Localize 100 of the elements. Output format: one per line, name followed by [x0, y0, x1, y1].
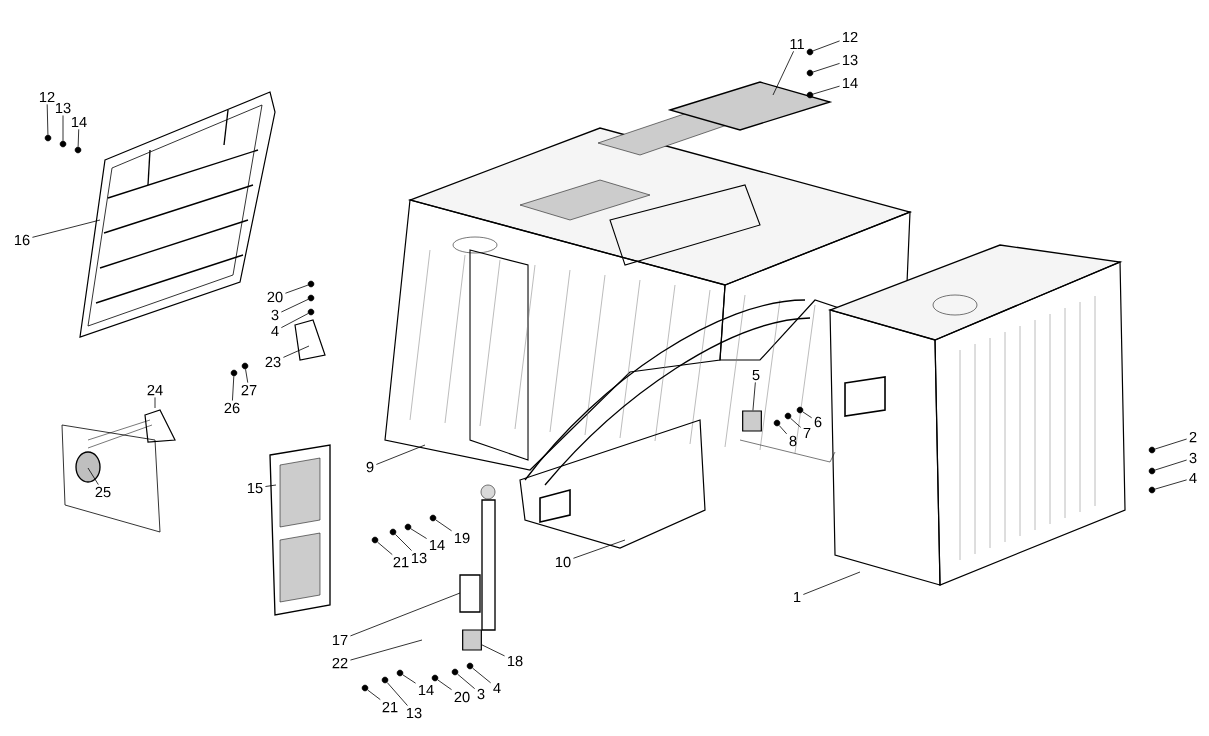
leader-line [265, 484, 277, 487]
callout-number: 3 [271, 309, 279, 321]
leader-line [377, 541, 393, 555]
leader-line [232, 375, 235, 401]
leader-line [283, 345, 310, 358]
callout-number: 16 [14, 234, 30, 246]
callout-number: 13 [842, 54, 858, 66]
fastener-part [429, 514, 437, 522]
fastener-part [773, 419, 781, 427]
leader-line [481, 644, 505, 657]
callout-number: 19 [454, 532, 470, 544]
fastener-part [431, 674, 439, 682]
part-block [742, 410, 762, 432]
callout-number: 7 [803, 427, 811, 439]
leader-line [472, 667, 492, 684]
callout-number: 6 [814, 416, 822, 428]
callout-number: 13 [411, 552, 427, 564]
callout-number: 13 [55, 102, 71, 114]
callout-number: 24 [147, 384, 163, 396]
callout-number: 14 [429, 539, 445, 551]
callout-number: 3 [477, 688, 485, 700]
fastener-part [59, 140, 67, 148]
leader-line [1154, 479, 1188, 490]
leader-line [394, 533, 412, 551]
leader-line [573, 539, 626, 559]
fastener-part [230, 369, 238, 377]
leader-line [350, 592, 461, 637]
leader-line [778, 425, 788, 435]
fastener-part [381, 676, 389, 684]
fastener-part [1148, 446, 1156, 454]
callout-number: 4 [1189, 472, 1197, 484]
callout-number: 23 [265, 356, 281, 368]
fastener-part [784, 412, 792, 420]
callout-number: 14 [71, 116, 87, 128]
fastener-part [241, 362, 249, 370]
leader-line [457, 673, 476, 690]
leader-line [46, 104, 49, 136]
fastener-part [806, 48, 814, 56]
callout-number: 9 [366, 461, 374, 473]
callout-number: 17 [332, 634, 348, 646]
callout-number: 22 [332, 657, 348, 669]
callout-number: 3 [1189, 452, 1197, 464]
leader-line [772, 50, 794, 96]
callout-number: 2 [1189, 431, 1197, 443]
callout-number: 10 [555, 556, 571, 568]
leader-line [245, 368, 249, 383]
fastener-part [44, 134, 52, 142]
callout-number: 20 [454, 691, 470, 703]
leader-line [375, 444, 426, 465]
callout-number: 18 [507, 655, 523, 667]
leader-line [350, 639, 423, 661]
fastener-part [371, 536, 379, 544]
fastener-part [404, 523, 412, 531]
fastener-part [361, 684, 369, 692]
callout-number: 21 [393, 556, 409, 568]
leader-line [62, 115, 64, 142]
leader-line [812, 40, 840, 52]
leader-line [812, 63, 840, 73]
fastener-part [806, 69, 814, 77]
callout-number: 1 [794, 591, 801, 603]
part-block [462, 629, 482, 651]
callout-number: 14 [418, 684, 434, 696]
leader-line [435, 519, 452, 532]
leader-line [386, 682, 408, 706]
callout-number: 13 [406, 707, 422, 719]
leader-line [410, 528, 427, 539]
leader-line [812, 85, 840, 95]
callout-number: 26 [224, 402, 240, 414]
leader-line [802, 411, 813, 419]
callout-number: 12 [39, 91, 55, 103]
leader-line [367, 689, 381, 700]
leader-line [280, 313, 309, 329]
callout-number: 8 [789, 435, 797, 447]
callout-number: 25 [95, 486, 111, 498]
callout-number: 4 [493, 683, 501, 694]
fastener-part [466, 662, 474, 670]
callout-number: 4 [271, 325, 279, 337]
leader-line [752, 382, 756, 411]
fastener-part [1148, 486, 1156, 494]
fastener-part [307, 294, 315, 302]
leader-line [154, 397, 156, 409]
leader-line [1154, 459, 1188, 471]
fastener-part [796, 406, 804, 414]
leader-line [87, 467, 99, 485]
leader-line [790, 417, 802, 428]
callout-number: 5 [752, 369, 760, 381]
callout-number: 21 [382, 701, 398, 713]
callout-number: 12 [842, 31, 858, 43]
fastener-part [74, 146, 82, 154]
leader-line [1154, 438, 1188, 450]
leader-line [285, 284, 309, 294]
leader-line [437, 679, 452, 691]
fastener-part [396, 669, 404, 677]
callout-number: 27 [241, 384, 257, 396]
callout-number: 11 [790, 38, 804, 50]
leader-line [32, 219, 101, 238]
callout-number: 14 [842, 77, 858, 89]
leader-line [280, 299, 309, 313]
fastener-part [806, 91, 814, 99]
callout-number: 15 [247, 482, 263, 494]
